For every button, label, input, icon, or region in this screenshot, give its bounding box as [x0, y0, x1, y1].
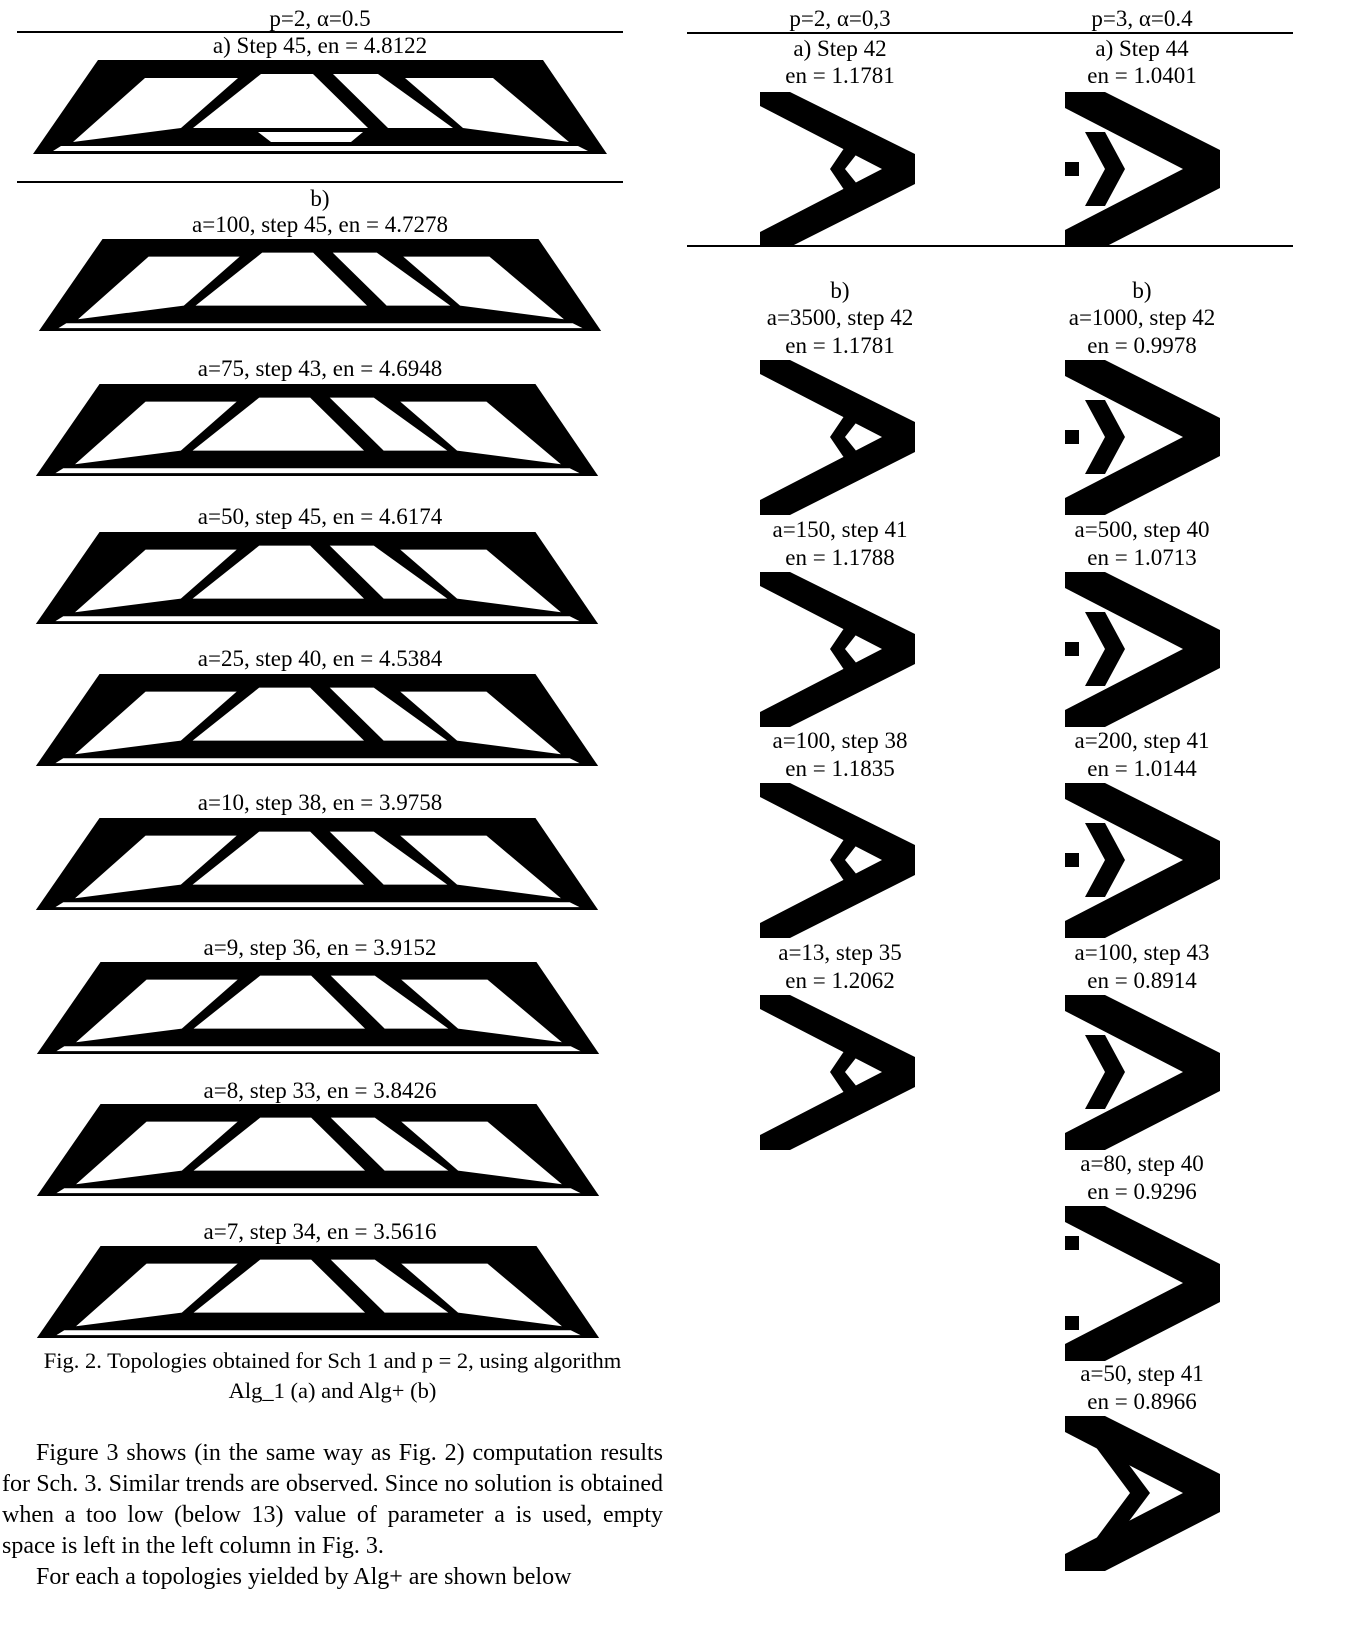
fig2-panel-b7-label: a=8, step 33, en = 3.8426: [0, 1078, 640, 1104]
fig3-right-b1-label2: en = 0.9978: [1042, 333, 1242, 359]
fig3-right-topology-b6: [1065, 1416, 1220, 1571]
fig3-right-b6-label2: en = 0.8966: [1042, 1389, 1242, 1415]
fig2-topology-b7: [33, 1102, 603, 1198]
fig3-left-b2-label2: en = 1.1788: [740, 545, 940, 571]
fig3-left-topology-b1: [760, 360, 915, 515]
fig2-mid-rule: [17, 181, 623, 183]
fig3-right-section-b: b): [1042, 278, 1242, 304]
fig3-mid-rule: [687, 245, 1293, 247]
fig2-panel-b3-label: a=50, step 45, en = 4.6174: [0, 504, 640, 530]
fig2-panel-b6-label: a=9, step 36, en = 3.9152: [0, 935, 640, 961]
fig3-right-a-label2: en = 1.0401: [1042, 63, 1242, 89]
fig3-left-b1-label1: a=3500, step 42: [740, 305, 940, 331]
fig3-right-topology-b4: [1065, 995, 1220, 1150]
fig2-section-b: b): [0, 186, 640, 212]
fig3-left-section-b: b): [740, 278, 940, 304]
fig3-right-b2-label1: a=500, step 40: [1042, 517, 1242, 543]
body-text: Figure 3 shows (in the same way as Fig. …: [0, 1438, 665, 1593]
fig2-topology-b8: [33, 1244, 603, 1340]
fig3-right-topology-b5: [1065, 1206, 1220, 1361]
fig2-topology-b2: [33, 382, 601, 478]
fig2-panel-b8-label: a=7, step 34, en = 3.5616: [0, 1219, 640, 1245]
fig2-caption-line1: Fig. 2. Topologies obtained for Sch 1 an…: [0, 1346, 665, 1376]
fig3-left-b4-label2: en = 1.2062: [740, 968, 940, 994]
fig2-header: p=2, α=0.5: [0, 6, 640, 32]
fig2-panel-b4-label: a=25, step 40, en = 4.5384: [0, 646, 640, 672]
fig2-panel-b1-label: a=100, step 45, en = 4.7278: [0, 212, 640, 238]
fig3-left-topology-a: [760, 92, 915, 247]
fig3-left-b3-label1: a=100, step 38: [740, 728, 940, 754]
body-paragraph-2: For each a topologies yielded by Alg+ ar…: [2, 1562, 663, 1593]
fig3-right-a-label1: a) Step 44: [1042, 36, 1242, 62]
fig2-topology-a: [33, 58, 607, 156]
fig3-left-topology-b4: [760, 995, 915, 1150]
fig3-right-b4-label2: en = 0.8914: [1042, 968, 1242, 994]
fig3-right-b5-label2: en = 0.9296: [1042, 1179, 1242, 1205]
fig2-topology-b3: [33, 530, 601, 626]
fig2-panel-a-label: a) Step 45, en = 4.8122: [0, 33, 640, 59]
fig3-left-b2-label1: a=150, step 41: [740, 517, 940, 543]
fig3-right-header: p=3, α=0.4: [1042, 6, 1242, 32]
fig2-topology-b6: [33, 960, 603, 1056]
body-paragraph-1: Figure 3 shows (in the same way as Fig. …: [2, 1438, 663, 1562]
fig2-topology-b1: [33, 237, 607, 333]
fig3-left-b1-label2: en = 1.1781: [740, 333, 940, 359]
fig2-panel-b5-label: a=10, step 38, en = 3.9758: [0, 790, 640, 816]
fig3-right-b3-label1: a=200, step 41: [1042, 728, 1242, 754]
fig3-right-b6-label1: a=50, step 41: [1042, 1361, 1242, 1387]
fig3-right-topology-b1: [1065, 360, 1220, 515]
fig3-left-a-label1: a) Step 42: [740, 36, 940, 62]
fig3-right-topology-b2: [1065, 572, 1220, 727]
fig3-right-topology-b3: [1065, 783, 1220, 938]
fig3-right-topology-a: [1065, 92, 1220, 247]
fig2-topology-b5: [29, 816, 605, 912]
fig3-left-a-label2: en = 1.1781: [740, 63, 940, 89]
fig3-right-b3-label2: en = 1.0144: [1042, 756, 1242, 782]
fig3-left-b4-label1: a=13, step 35: [740, 940, 940, 966]
fig3-right-b4-label1: a=100, step 43: [1042, 940, 1242, 966]
fig3-left-topology-b3: [760, 783, 915, 938]
fig2-topology-b4: [29, 672, 605, 768]
fig3-left-topology-b2: [760, 572, 915, 727]
fig3-right-b2-label2: en = 1.0713: [1042, 545, 1242, 571]
fig3-top-rule: [687, 32, 1293, 34]
fig2-caption-line2: Alg_1 (a) and Alg+ (b): [0, 1376, 665, 1406]
fig2-panel-b2-label: a=75, step 43, en = 4.6948: [0, 356, 640, 382]
fig3-right-b1-label1: a=1000, step 42: [1042, 305, 1242, 331]
fig3-left-b3-label2: en = 1.1835: [740, 756, 940, 782]
fig3-right-b5-label1: a=80, step 40: [1042, 1151, 1242, 1177]
fig3-left-header: p=2, α=0,3: [740, 6, 940, 32]
